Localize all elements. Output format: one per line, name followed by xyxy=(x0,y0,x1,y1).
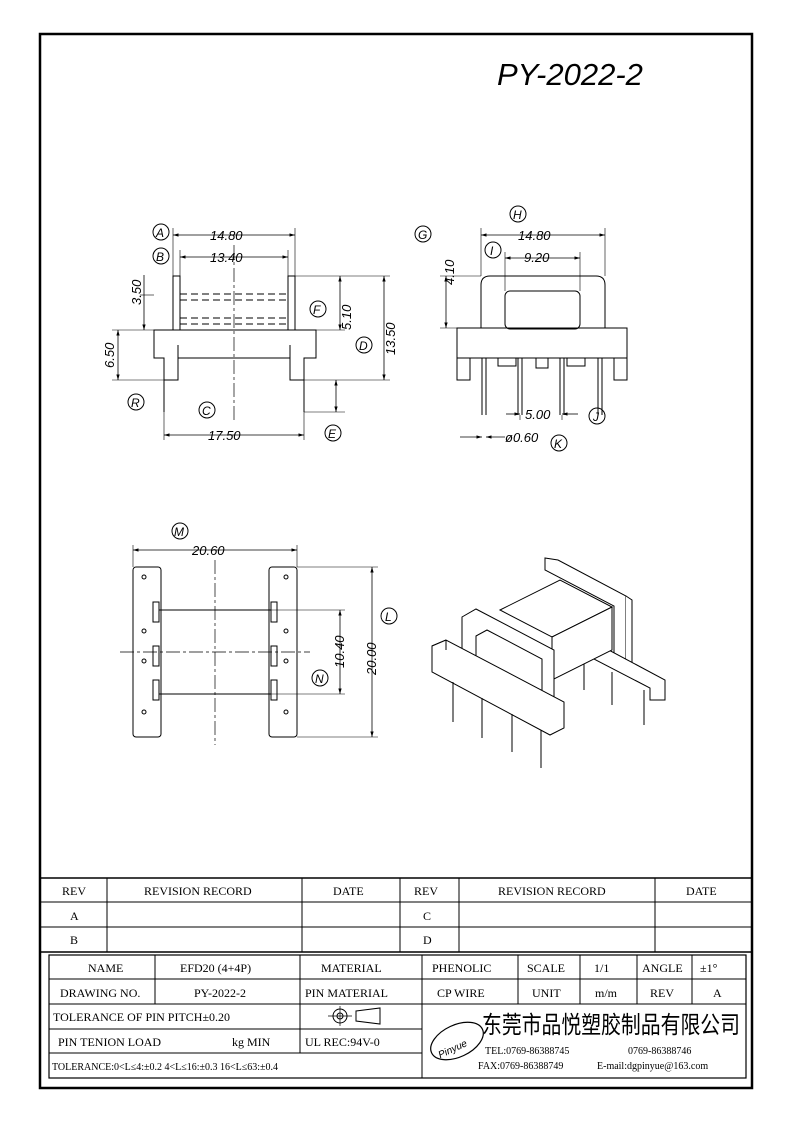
top-view-labels: 20.60 20.00 10.40 M L N xyxy=(171,522,398,687)
record-header-right: REVISION RECORD xyxy=(498,884,606,898)
dim-f-label: 5.10 xyxy=(339,304,354,330)
record-header-left: REVISION RECORD xyxy=(144,884,252,898)
callout-a: A xyxy=(155,226,164,240)
side-view xyxy=(440,228,628,439)
dim-l-label: 20.00 xyxy=(364,642,379,676)
rev-row-d: D xyxy=(423,933,432,947)
date-header-right: DATE xyxy=(686,884,717,898)
callout-e-circle xyxy=(324,424,342,442)
company-name: 东莞市品悦塑胶制品有限公司 xyxy=(482,1011,740,1039)
rev-row-a: A xyxy=(70,909,79,923)
dim-n-label: 10.40 xyxy=(332,635,347,668)
sheet-border xyxy=(38,32,754,1090)
company-tel: TEL:0769-86388745 xyxy=(485,1046,569,1057)
callout-k: K xyxy=(554,437,563,451)
dim-i-label: 9.20 xyxy=(524,250,550,265)
isometric-view xyxy=(431,557,666,768)
dim-overall-label: 13.50 xyxy=(383,322,398,355)
name-label: NAME xyxy=(88,961,123,975)
dim-j-label: 5.00 xyxy=(525,407,551,422)
company-logo: Pinyue xyxy=(437,1038,470,1061)
callout-r-circle xyxy=(127,393,145,411)
rev-value: A xyxy=(713,986,722,1000)
callout-n: N xyxy=(315,672,324,686)
dim-g-label: 4.10 xyxy=(442,259,457,285)
revision-table-text: REV REVISION RECORD DATE REV REVISION RE… xyxy=(62,884,717,947)
callout-n-circle xyxy=(311,669,329,687)
date-header-left: DATE xyxy=(333,884,364,898)
callout-e: E xyxy=(328,427,337,441)
rev-label: REV xyxy=(650,986,674,1000)
unit-value: m/m xyxy=(595,986,618,1000)
tolerance-line: TOLERANCE:0<L≤4:±0.2 4<L≤16:±0.3 16<L≤63… xyxy=(52,1062,278,1073)
callout-c: C xyxy=(202,404,211,418)
callout-d-circle xyxy=(355,336,373,354)
callout-b-circle xyxy=(152,247,170,265)
dim-m-label: 20.60 xyxy=(191,543,225,558)
rev-header-left: REV xyxy=(62,884,86,898)
drawing-number: PY-2022-2 xyxy=(497,57,643,92)
side-view-labels: 14.80 9.20 4.10 5.00 ø0.60 H G I J K xyxy=(414,205,606,452)
callout-a-circle xyxy=(152,223,170,241)
dim-a-label: 14.80 xyxy=(210,228,243,243)
pin-pitch-tolerance: TOLERANCE OF PIN PITCH±0.20 xyxy=(53,1010,230,1024)
material-value: PHENOLIC xyxy=(432,961,491,975)
callout-l-circle xyxy=(380,607,398,625)
top-view xyxy=(120,545,378,745)
callout-d: D xyxy=(359,339,368,353)
callout-i: I xyxy=(490,244,494,258)
dim-b-label: 13.40 xyxy=(210,250,243,265)
callout-f-circle xyxy=(309,300,327,318)
dim-height-upper-label: 3.50 xyxy=(129,279,144,305)
callout-m-circle xyxy=(171,522,189,540)
pin-tension-label: PIN TENION LOAD xyxy=(58,1035,161,1049)
callout-j: J xyxy=(592,410,600,424)
dim-c-label: 17.50 xyxy=(208,428,241,443)
material-label: MATERIAL xyxy=(321,961,382,975)
drawing-no-value: PY-2022-2 xyxy=(194,986,246,1000)
company-tel2: 0769-86388746 xyxy=(628,1046,691,1057)
title-block-text: NAME EFD20 (4+4P) MATERIAL PHENOLIC SCAL… xyxy=(52,961,740,1073)
drawing-no-label: DRAWING NO. xyxy=(60,986,140,1000)
callout-i-circle xyxy=(484,241,502,259)
callout-f: F xyxy=(313,303,321,317)
scale-label: SCALE xyxy=(527,961,565,975)
dim-h-label: 14.80 xyxy=(518,228,551,243)
revision-table xyxy=(40,877,752,953)
callout-r: R xyxy=(131,396,140,410)
dim-height-total-label: 6.50 xyxy=(102,342,117,368)
front-view xyxy=(112,228,390,440)
angle-label: ANGLE xyxy=(642,961,683,975)
callout-h: H xyxy=(513,208,522,222)
rev-row-b: B xyxy=(70,933,78,947)
dim-k-label: ø0.60 xyxy=(505,430,539,445)
callout-g: G xyxy=(418,228,427,242)
name-value: EFD20 (4+4P) xyxy=(180,961,251,975)
callout-b: B xyxy=(156,250,164,264)
rev-header-right: REV xyxy=(414,884,438,898)
pin-material-value: CP WIRE xyxy=(437,986,485,1000)
callout-l: L xyxy=(385,610,392,624)
callout-m: M xyxy=(174,525,184,539)
rev-row-c: C xyxy=(423,909,431,923)
callout-j-circle xyxy=(588,407,606,425)
front-view-labels: 14.80 13.40 17.50 3.50 6.50 5.10 13.50 A… xyxy=(102,223,398,443)
angle-value: ±1° xyxy=(700,961,718,975)
company-fax: FAX:0769-86388749 xyxy=(478,1061,563,1072)
scale-value: 1/1 xyxy=(594,961,609,975)
pin-tension-unit: kg MIN xyxy=(232,1035,271,1049)
callout-h-circle xyxy=(509,205,527,223)
ul-rec: UL REC:94V-0 xyxy=(305,1035,380,1049)
title-block xyxy=(48,954,747,1079)
unit-label: UNIT xyxy=(532,986,561,1000)
callout-k-circle xyxy=(550,434,568,452)
pin-material-label: PIN MATERIAL xyxy=(305,986,388,1000)
callout-g-circle xyxy=(414,225,432,243)
callout-c-circle xyxy=(198,401,216,419)
company-email: E-mail:dgpinyue@163.com xyxy=(597,1061,708,1072)
